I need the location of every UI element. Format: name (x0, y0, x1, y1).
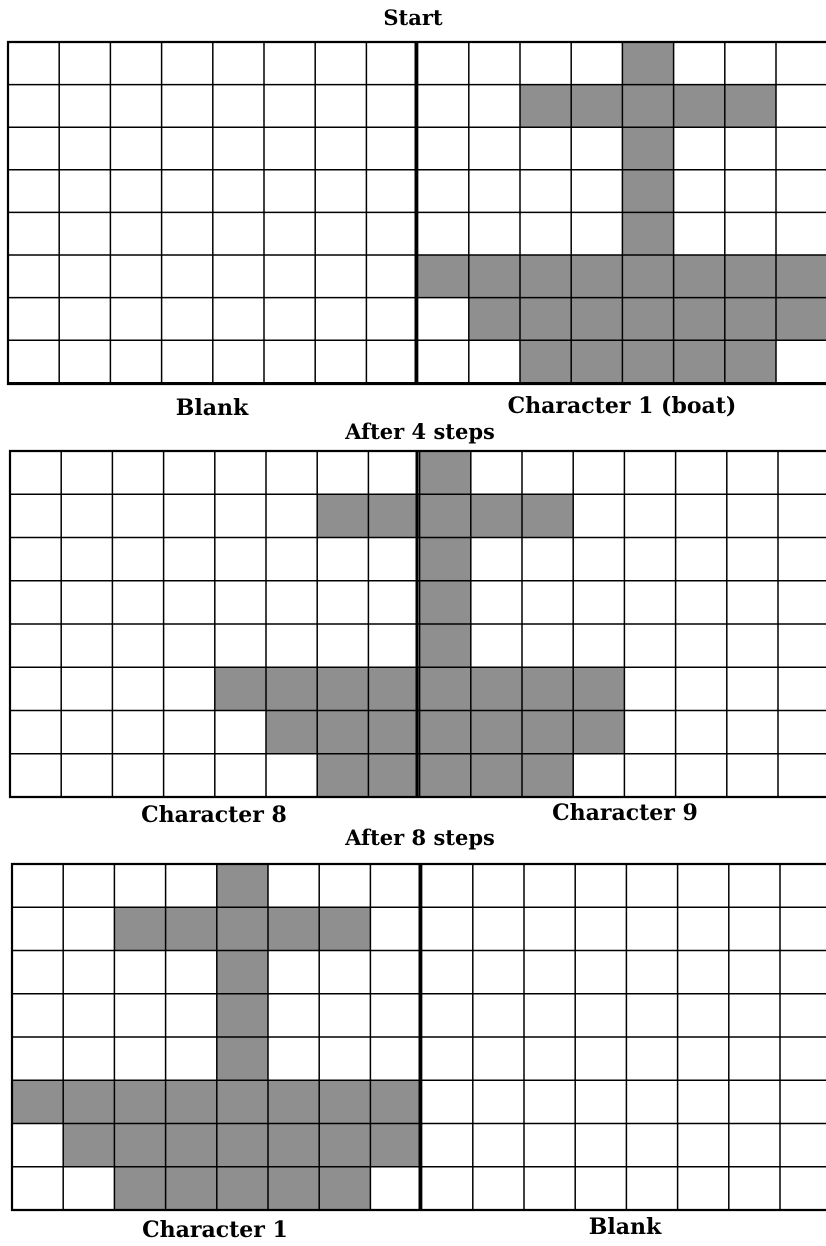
filled-cell (217, 994, 268, 1037)
filled-cell (217, 951, 268, 994)
filled-cell (217, 907, 268, 950)
filled-cell (217, 1167, 268, 1210)
filled-cell (217, 864, 268, 907)
label-blank-right: Blank (589, 1215, 661, 1239)
filled-cell (166, 1124, 217, 1167)
filled-cell (217, 1037, 268, 1080)
filled-cell (166, 907, 217, 950)
filled-cell (319, 1124, 370, 1167)
filled-cell (319, 907, 370, 950)
filled-cell (268, 907, 319, 950)
filled-cell (217, 1080, 268, 1123)
filled-cell (166, 1167, 217, 1210)
filled-cell (114, 1167, 165, 1210)
filled-cell (370, 1124, 421, 1167)
filled-cell (268, 1167, 319, 1210)
filled-cell (370, 1080, 421, 1123)
filled-cell (268, 1080, 319, 1123)
filled-cell (319, 1167, 370, 1210)
filled-cell (166, 1080, 217, 1123)
filled-cell (114, 907, 165, 950)
filled-cell (268, 1124, 319, 1167)
filled-cell (12, 1080, 63, 1123)
filled-cell (319, 1080, 370, 1123)
filled-cell (63, 1080, 114, 1123)
filled-cell (63, 1124, 114, 1167)
label-character-1: Character 1 (142, 1218, 288, 1242)
filled-cell (114, 1124, 165, 1167)
filled-cell (217, 1124, 268, 1167)
filled-cell (114, 1080, 165, 1123)
